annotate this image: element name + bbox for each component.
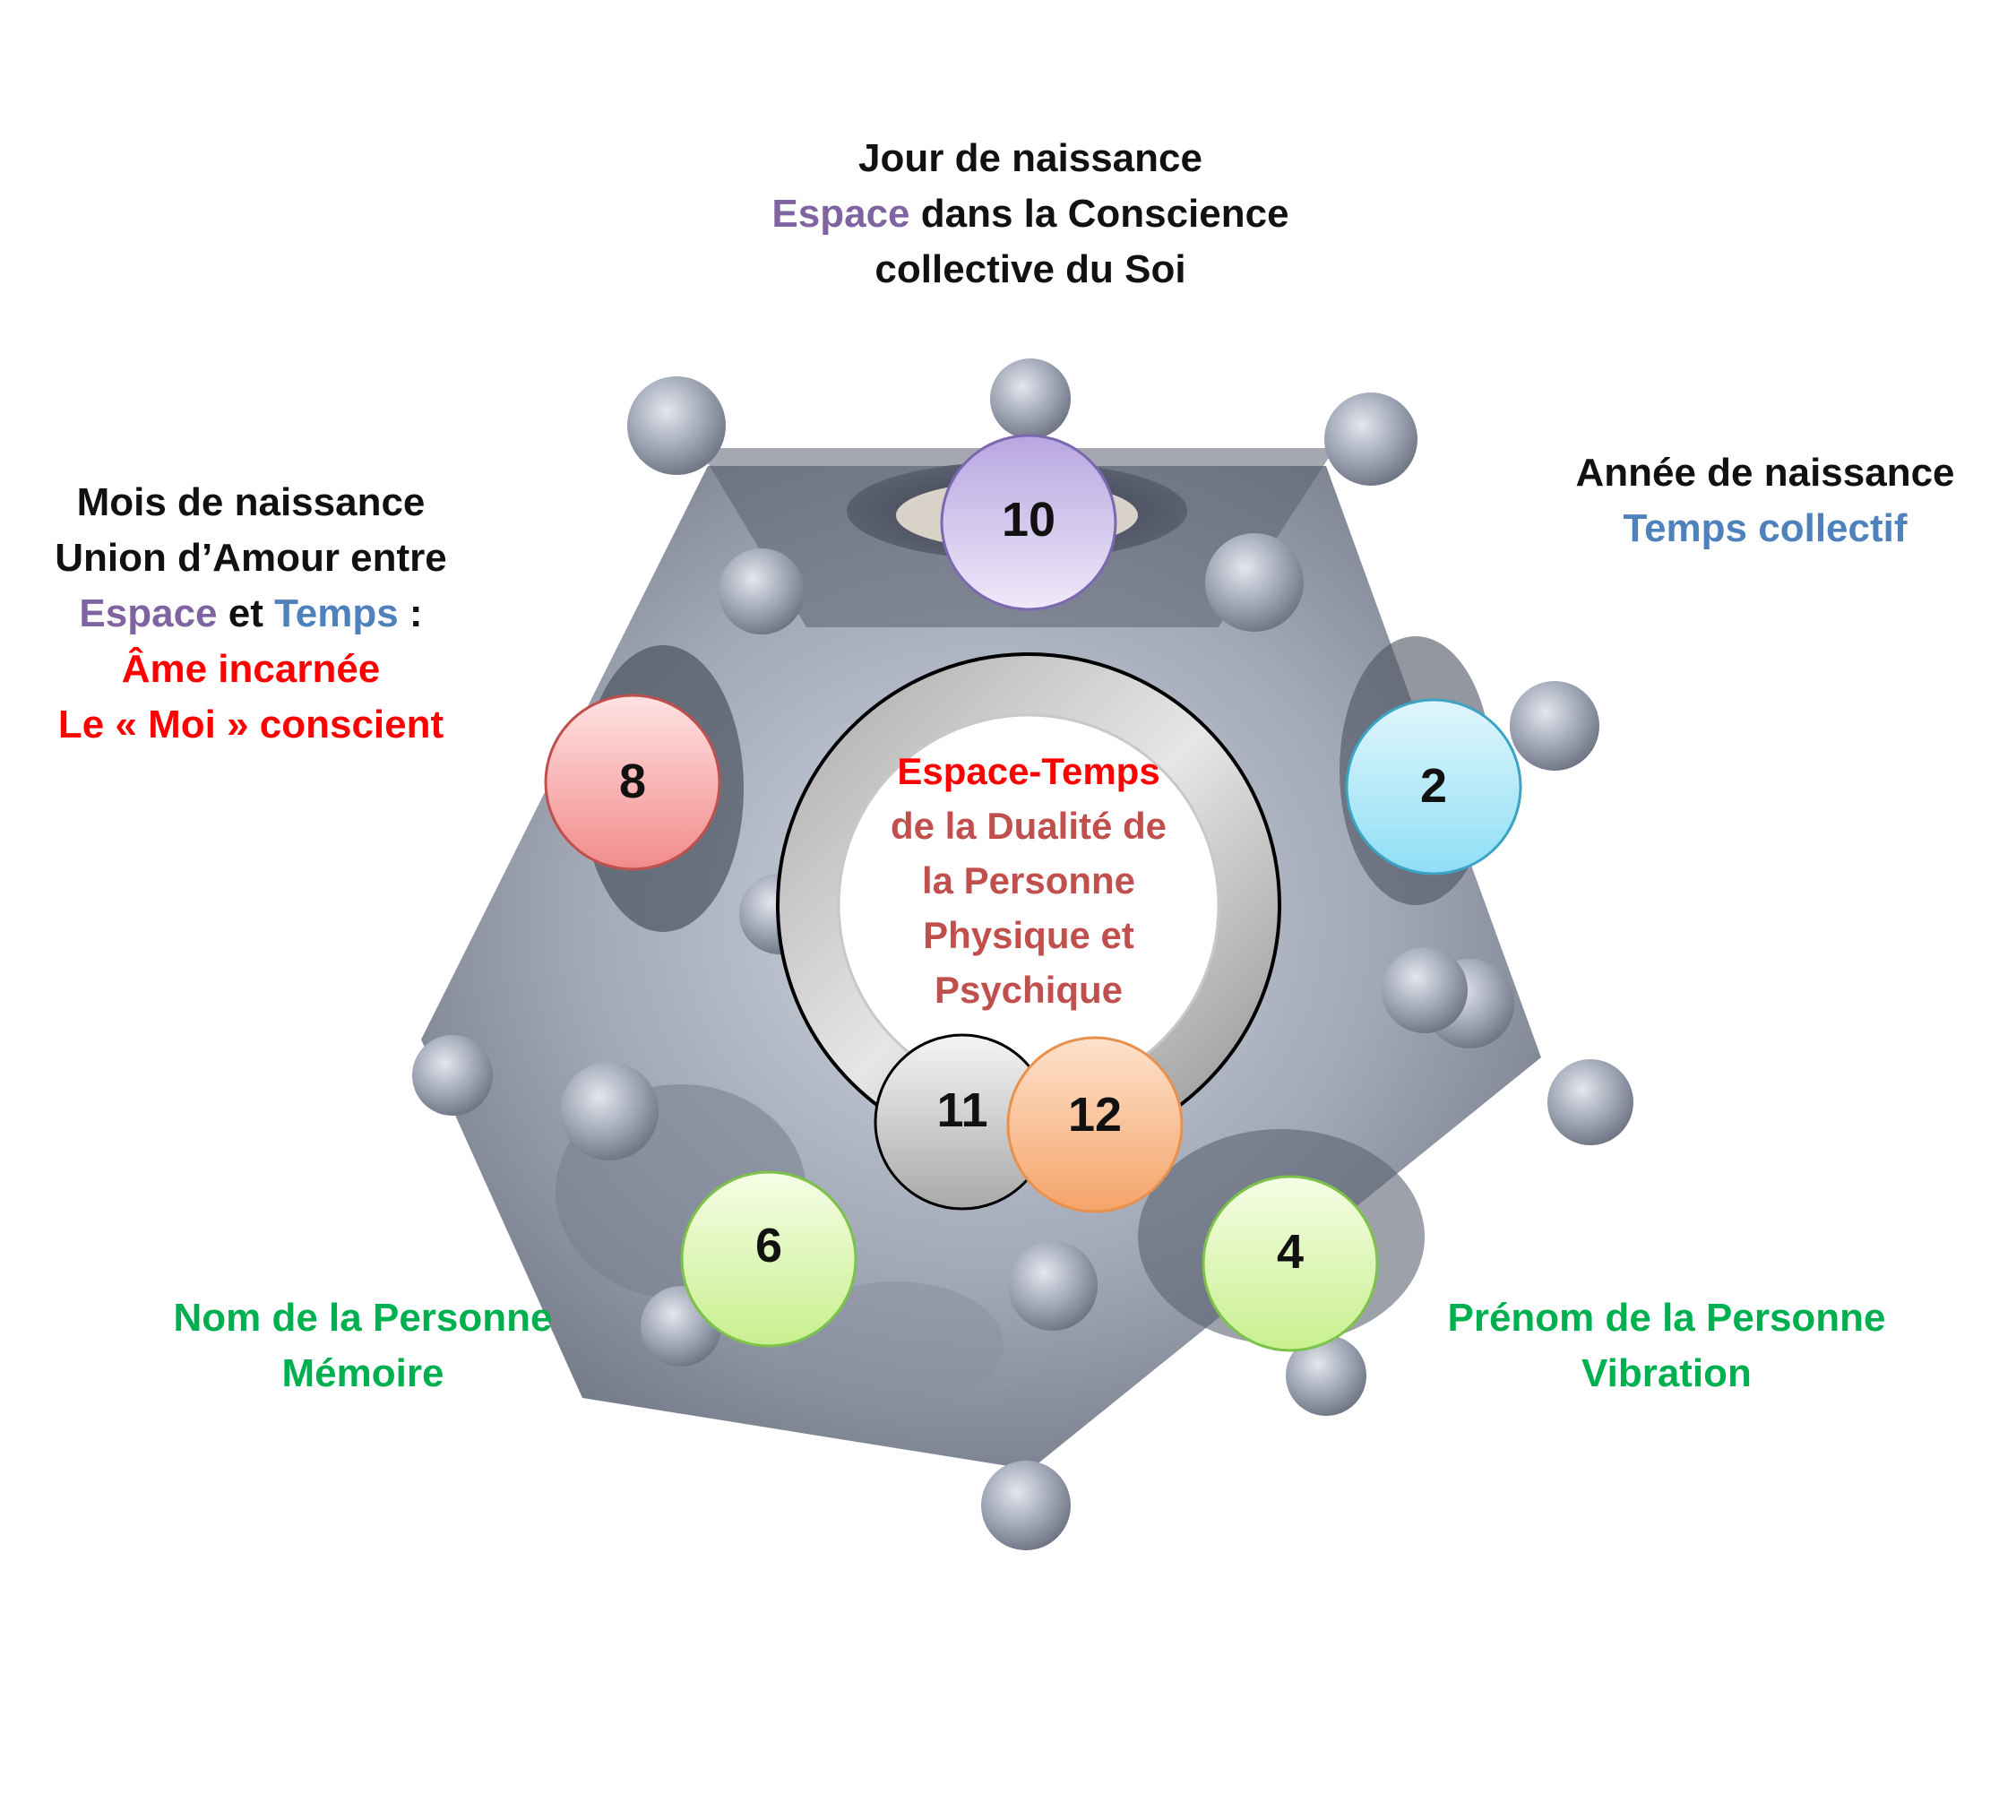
node-10: 10 [940, 434, 1117, 611]
bottom-right-label: Prénom de la Personne Vibration [1425, 1290, 1908, 1402]
top-label: Jour de naissance Espace dans la Conscie… [717, 131, 1344, 298]
node-12-number: 12 [1068, 1088, 1122, 1142]
right-label-line1: Année de naissance [1575, 451, 1955, 495]
center-label-line2: de la Dualité de [891, 805, 1167, 847]
top-label-espace: Espace [771, 192, 910, 236]
center-label-line5: Psychique [935, 969, 1123, 1011]
bottom-left-label: Nom de la Personne Mémoire [139, 1290, 587, 1402]
center-ring [776, 652, 1281, 1158]
node-2: 2 [1345, 698, 1522, 875]
node-4-number: 4 [1277, 1225, 1304, 1279]
node-11-number: 11 [936, 1083, 987, 1137]
left-label-line3: Espace et Temps : [27, 586, 475, 642]
left-label: Mois de naissance Union d’Amour entre Es… [27, 475, 475, 753]
bottom-right-label-line1: Prénom de la Personne [1447, 1296, 1886, 1340]
left-label-line4: Âme incarnée [121, 647, 381, 691]
top-label-line2-rest: dans la Conscience [909, 192, 1289, 236]
bottom-left-label-line1: Nom de la Personne [173, 1296, 553, 1340]
center-label-line4: Physique et [923, 914, 1134, 956]
right-label: Année de naissance Temps collectif [1541, 445, 1989, 556]
top-label-line1: Jour de naissance [858, 136, 1202, 180]
node-8-number: 8 [619, 755, 646, 808]
node-4: 4 [1202, 1175, 1379, 1352]
left-label-line2: Union d’Amour entre [55, 536, 447, 580]
left-label-line1: Mois de naissance [76, 480, 426, 524]
node-6: 6 [680, 1170, 857, 1348]
top-label-line3: collective du Soi [874, 247, 1186, 291]
node-8: 8 [544, 694, 721, 871]
left-label-line5: Le « Moi » conscient [57, 703, 444, 746]
node-6-number: 6 [755, 1219, 782, 1272]
node-12: 12 [1006, 1036, 1184, 1213]
left-label-espace: Espace [79, 591, 218, 635]
top-label-line2: Espace dans la Conscience [717, 186, 1344, 242]
center-label: Espace-Temps de la Dualité de la Personn… [891, 750, 1167, 1011]
bottom-right-label-line2: Vibration [1581, 1351, 1752, 1395]
center-label-line3: la Personne [922, 859, 1135, 901]
bottom-left-label-line2: Mémoire [281, 1351, 444, 1395]
right-label-line2: Temps collectif [1623, 506, 1908, 550]
left-label-et: et [217, 591, 275, 635]
center-label-line1: Espace-Temps [897, 750, 1159, 792]
left-label-temps: Temps [274, 591, 399, 635]
left-label-colon: : [398, 591, 423, 635]
node-10-number: 10 [1002, 493, 1055, 547]
node-2-number: 2 [1420, 759, 1447, 813]
